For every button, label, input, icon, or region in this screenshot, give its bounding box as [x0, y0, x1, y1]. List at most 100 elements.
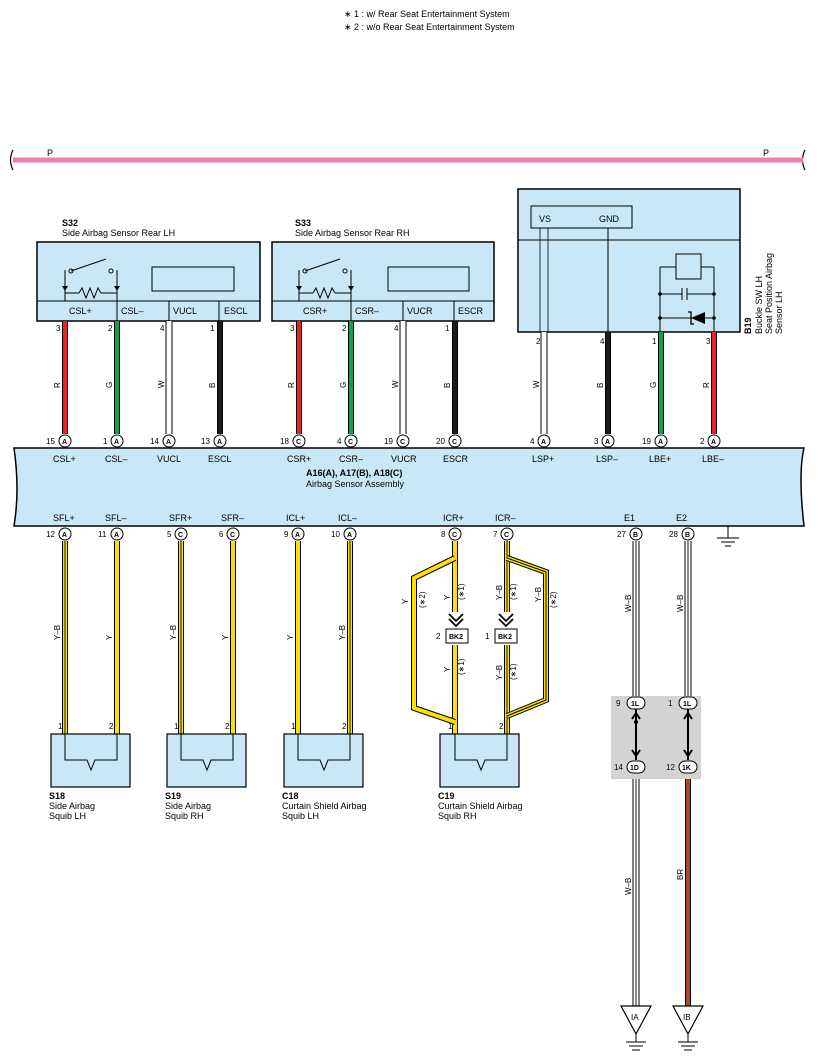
wire-color-label: Y–B — [495, 585, 504, 600]
option-mark: (∗1) — [509, 663, 518, 680]
s32-switch-icon — [62, 258, 120, 301]
wire-color-label: BR — [676, 869, 685, 880]
squib-pin: 1 — [58, 722, 63, 731]
ground-symbol-icon — [626, 1034, 646, 1051]
terminal-connector-id: A — [295, 532, 300, 539]
terminal-name: SFL+ — [53, 513, 75, 523]
s32-term-csl-minus: CSL– — [121, 306, 144, 316]
s33-pin: 3 — [290, 324, 295, 333]
wire-color-label: G — [105, 382, 114, 388]
option-mark: (∗1) — [457, 658, 466, 675]
s33-term-csr-plus: CSR+ — [303, 306, 327, 316]
terminal-name: LSP– — [596, 454, 618, 464]
squib-name: Side Airbag — [165, 801, 211, 811]
connector-terminal: A2 — [700, 434, 721, 448]
connector-terminal: C4 — [337, 434, 358, 448]
connector-terminal: A14 — [150, 434, 176, 448]
terminal-pin-number: 18 — [280, 437, 289, 446]
wire-color-label: Y–B — [169, 625, 178, 640]
terminal-pin-number: 8 — [441, 530, 446, 539]
s32-pin: 3 — [56, 324, 61, 333]
ground-terminal: IA — [619, 1005, 653, 1051]
splice-pin: 9 — [616, 699, 621, 708]
wire-color-label: B — [208, 383, 217, 388]
assembly-lower-terminals: SFL+A12SFL–A11SFR+C5SFR–C6ICL+A9ICL–A10I… — [46, 513, 695, 541]
wire-color-label: B — [443, 383, 452, 388]
terminal-connector-id: C — [296, 439, 301, 446]
bk2-right: BK2 1 — [485, 613, 518, 644]
connector-terminal: C8 — [441, 527, 462, 541]
terminal-pin-number: 19 — [642, 437, 651, 446]
splice-pin: 1 — [668, 699, 673, 708]
b19-name-2: Seat Position Airbag — [764, 253, 774, 334]
squib-code: C18 — [282, 791, 299, 801]
squib-pin: 1 — [448, 722, 453, 731]
squib-code: S18 — [49, 791, 65, 801]
terminal-connector-id: A — [347, 532, 352, 539]
assembly-upper-terminals: A15CSL+A1CSL–A14VUCLA13ESCLC18CSR+C4CSR–… — [46, 434, 724, 464]
terminal-connector-id: A — [541, 439, 546, 446]
bk2-right-label: BK2 — [498, 634, 512, 641]
terminal-connector-id: C — [230, 532, 235, 539]
terminal-name: CSR– — [339, 454, 363, 464]
connector-terminal: B28 — [669, 527, 695, 541]
wire-color-label: Y — [443, 594, 452, 600]
terminal-name: ICR– — [495, 513, 516, 523]
splice-connector-id: 1L — [683, 701, 692, 708]
wire-color-label: Y–B — [534, 587, 543, 602]
squib-pin: 2 — [499, 722, 504, 731]
ground-terminals: IA IB — [619, 1005, 705, 1051]
s33-pin: 1 — [445, 324, 450, 333]
assembly-code: A16(A), A17(B), A18(C) — [306, 468, 402, 478]
b19-gnd-label: GND — [599, 214, 620, 224]
wire-color-label: R — [287, 382, 296, 388]
wire-color-label: B — [596, 383, 605, 388]
terminal-connector-id: C — [178, 532, 183, 539]
connector-terminal: A3 — [594, 434, 615, 448]
s32-name: Side Airbag Sensor Rear LH — [62, 228, 175, 238]
squib-pin: 2 — [109, 722, 114, 731]
b19-name-1: Buckle SW LH — [754, 276, 764, 334]
s33-term-escr: ESCR — [458, 306, 484, 316]
b19-pin: 1 — [652, 337, 657, 346]
bus-label-left: P — [47, 148, 53, 158]
terminal-pin-number: 4 — [530, 437, 535, 446]
connector-terminal: A15 — [46, 434, 72, 448]
terminal-pin-number: 6 — [219, 530, 224, 539]
terminal-connector-id: A — [605, 439, 610, 446]
terminal-name: LSP+ — [532, 454, 554, 464]
terminal-name: VUCR — [391, 454, 417, 464]
ground-label: IA — [631, 1013, 639, 1022]
b19-pin: 3 — [706, 337, 711, 346]
terminal-connector-id: A — [166, 439, 171, 446]
splice-pin: 12 — [666, 763, 675, 772]
connector-terminal: A11 — [98, 527, 124, 541]
note-2: ∗ 2 : w/o Rear Seat Entertainment System — [344, 22, 515, 32]
terminal-connector-id: A — [62, 532, 67, 539]
connector-terminal: A1 — [103, 434, 124, 448]
squib-code: C19 — [438, 791, 455, 801]
splice-terminal-top: 1L9 — [616, 696, 646, 760]
s32-sensor: S32 Side Airbag Sensor Rear LH CSL+ CSL–… — [36, 218, 261, 333]
s33-term-vucr: VUCR — [407, 306, 433, 316]
terminal-pin-number: 11 — [98, 530, 107, 539]
s33-name: Side Airbag Sensor Rear RH — [295, 228, 410, 238]
s32-pin: 1 — [210, 324, 215, 333]
connector-terminal: A 19 — [642, 434, 668, 448]
bk2-left: BK2 2 — [436, 613, 469, 644]
wire-color-label: Y — [221, 634, 230, 640]
terminal-connector-id: A — [658, 439, 663, 446]
wire-color-label: Y–B — [338, 625, 347, 640]
terminal-name: CSR+ — [287, 454, 311, 464]
s32-code: S32 — [62, 218, 78, 228]
terminal-name: ESCL — [208, 454, 232, 464]
terminal-pin-number: 27 — [617, 530, 626, 539]
squib-name: Squib RH — [165, 811, 204, 821]
splice-terminal-top: 1L 1 — [668, 696, 698, 760]
ground-terminal: IB — [671, 1005, 705, 1051]
